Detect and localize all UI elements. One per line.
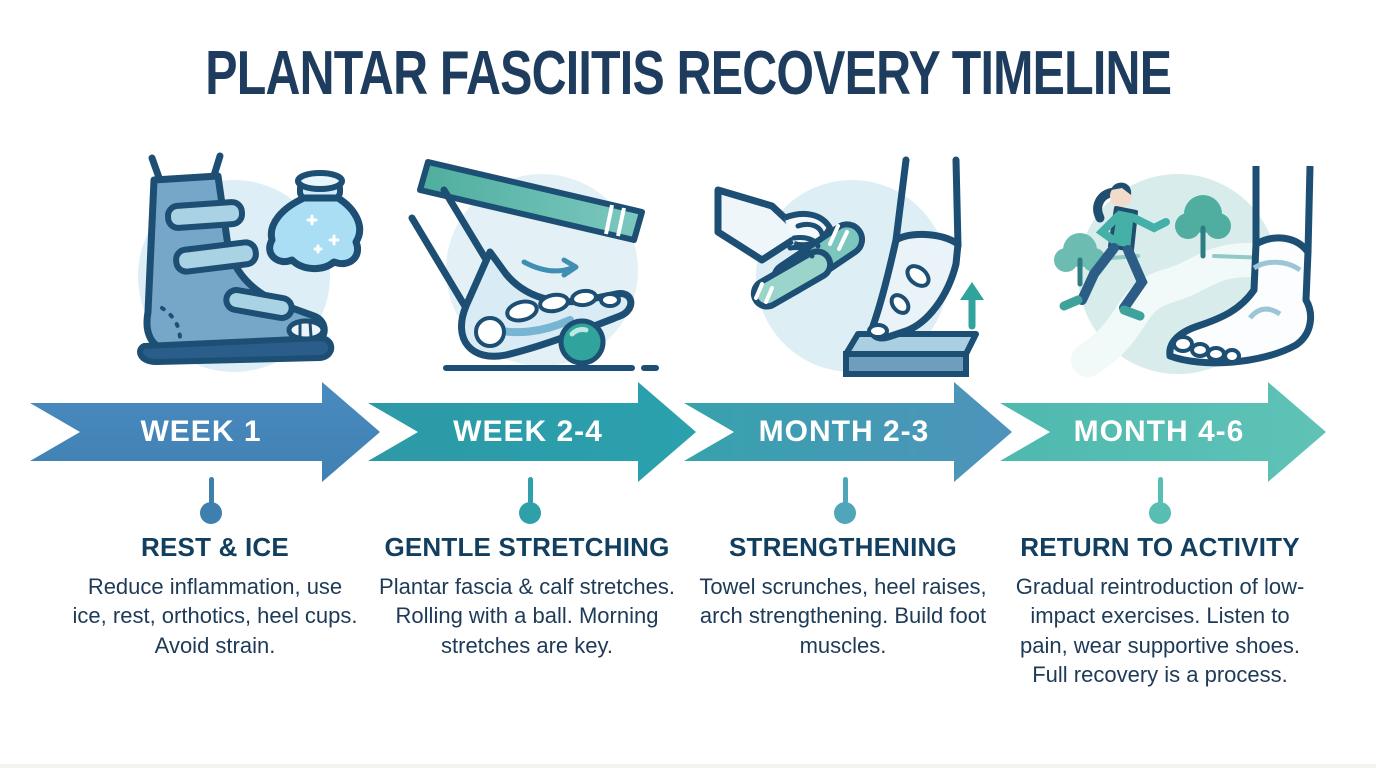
timeline-pin-week-1 — [199, 477, 223, 524]
timeline-arrow-label: MONTH 2-3 — [758, 415, 930, 448]
stage-description: Plantar fascia & calf stretches. Rolling… — [379, 574, 675, 658]
stage-return-to-activity: RETURN TO ACTIVITY Gradual reintroductio… — [1004, 532, 1316, 689]
timeline-arrow-label: WEEK 2-4 — [453, 415, 603, 448]
stage-description: Gradual reintroduction of low-impact exe… — [1015, 574, 1305, 687]
pin-dot — [519, 502, 541, 524]
timeline-pin-month-4-6 — [1148, 477, 1172, 524]
timeline: WEEK 1 WEEK 2-4 MONTH 2-3 MONTH 4-6 — [0, 382, 1376, 482]
timeline-arrow-label: WEEK 1 — [140, 415, 262, 448]
page-title-text: PLANTAR FASCIITIS RECOVERY TIMELINE — [205, 39, 1172, 108]
decorative-bottom-divider — [0, 764, 1376, 768]
timeline-pin-week-2-4 — [518, 477, 542, 524]
pin-line — [527, 477, 533, 504]
stage-heading: STRENGTHENING — [729, 532, 957, 562]
stage-description: Towel scrunches, heel raises, arch stren… — [699, 574, 987, 658]
stage-heading: REST & ICE — [141, 532, 289, 562]
stage-rest-ice: REST & ICE Reduce inflammation, use ice,… — [70, 532, 360, 660]
pin-dot — [1149, 502, 1171, 524]
stage-strengthening: STRENGTHENING Towel scrunches, heel rais… — [676, 532, 1010, 660]
timeline-arrow-week-2-4: WEEK 2-4 — [368, 382, 696, 482]
pin-dot — [200, 502, 222, 524]
foot-stretch-band-ball-icon — [408, 159, 659, 371]
pin-dot — [834, 502, 856, 524]
towel-scrunch-heel-raise-icon — [714, 156, 984, 377]
stage-description: Reduce inflammation, use ice, rest, orth… — [72, 574, 358, 658]
stage-gentle-stretching: GENTLE STRETCHING Plantar fascia & calf … — [360, 532, 694, 660]
illustration-gentle-stretching — [394, 146, 674, 380]
pin-line — [1157, 477, 1163, 504]
stage-heading: GENTLE STRETCHING — [384, 532, 670, 562]
illustration-rest-ice — [84, 146, 364, 380]
pin-line — [842, 477, 848, 504]
runner-healthy-foot-icon — [1054, 165, 1315, 377]
walking-boot-ice-pack-icon — [137, 152, 364, 372]
timeline-pin-month-2-3 — [833, 477, 857, 524]
timeline-arrow-month-4-6: MONTH 4-6 — [1000, 382, 1326, 482]
illustration-return-to-activity — [1018, 146, 1318, 380]
timeline-arrow-week-1: WEEK 1 — [30, 382, 380, 482]
page-title: PLANTAR FASCIITIS RECOVERY TIMELINE — [0, 38, 1376, 109]
timeline-arrow-label: MONTH 4-6 — [1073, 415, 1245, 448]
timeline-arrow-month-2-3: MONTH 2-3 — [684, 382, 1012, 482]
pin-line — [208, 477, 214, 504]
stage-heading: RETURN TO ACTIVITY — [1020, 532, 1300, 562]
illustration-strengthening — [710, 146, 990, 380]
